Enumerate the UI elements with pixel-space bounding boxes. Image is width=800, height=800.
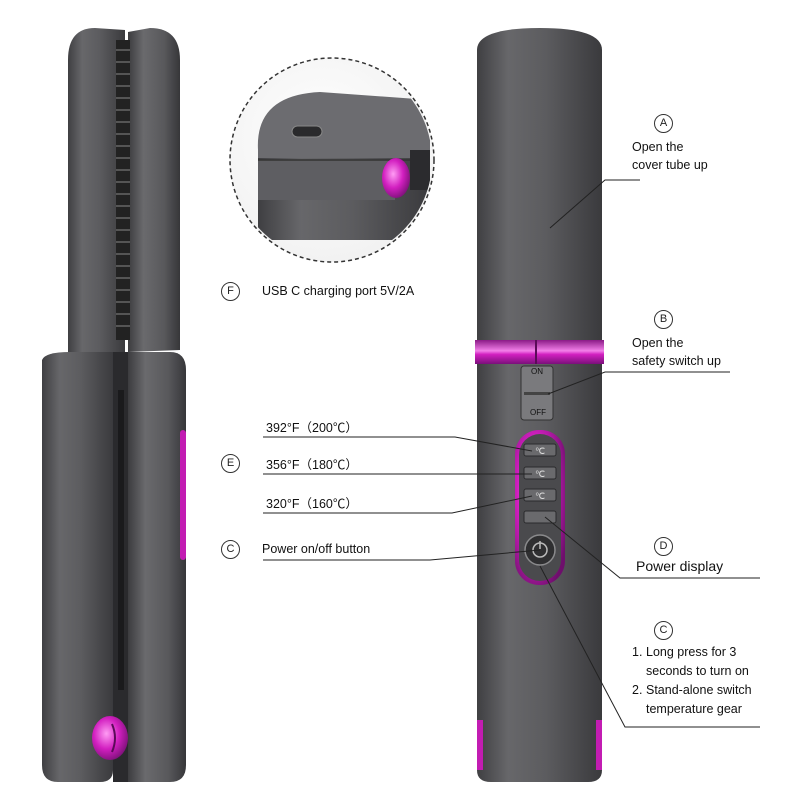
cover-tube xyxy=(477,28,602,340)
leader-lines xyxy=(263,179,760,728)
leader-power xyxy=(263,549,541,561)
right-device: ℃ ℃ ℃ xyxy=(475,28,604,782)
callout-e-badge: E xyxy=(221,454,240,473)
callout-b-line1: Open the xyxy=(632,336,684,350)
usb-c-port xyxy=(291,125,323,138)
callout-d-badge: D xyxy=(654,537,673,556)
callout-a-line2: cover tube up xyxy=(632,158,708,172)
power-steps-list: 1.Long press for 3 seconds to turn on 2.… xyxy=(632,643,752,719)
leader-B xyxy=(547,371,730,395)
usb-port-label: USB C charging port 5V/2A xyxy=(262,284,415,298)
step-1-cont: seconds to turn on xyxy=(646,664,749,678)
temp-356-label: 356°F（180℃） xyxy=(266,458,358,472)
step-2: 2.Stand-alone switch xyxy=(632,683,752,697)
callout-b-line2: safety switch up xyxy=(632,354,721,368)
side-accent-strip xyxy=(180,430,186,560)
leader-A xyxy=(549,179,640,229)
power-button-label: Power on/off button xyxy=(262,542,371,556)
step-2-cont: temperature gear xyxy=(646,702,742,716)
left-lower-body-right xyxy=(128,352,186,782)
left-lower-body xyxy=(42,352,113,782)
switch-off-label: OFF xyxy=(530,408,546,417)
callout-a-line1: Open the xyxy=(632,140,684,154)
callout-b-badge: B xyxy=(654,310,673,329)
svg-text:℃: ℃ xyxy=(535,491,545,501)
leader-320 xyxy=(263,495,533,514)
svg-text:℃: ℃ xyxy=(535,469,545,479)
comb-teeth xyxy=(116,40,130,340)
left-device xyxy=(42,28,186,782)
callout-a-badge: A xyxy=(654,114,673,133)
leader-D xyxy=(544,516,760,579)
power-display-label: Power display xyxy=(636,558,724,574)
leader-392 xyxy=(263,436,533,452)
switch-on-label: ON xyxy=(531,367,543,376)
zoom-detail xyxy=(229,57,435,263)
step-1: 1.Long press for 3 xyxy=(632,645,737,659)
left-upper-arm-left xyxy=(68,28,125,355)
temp-392-label: 392°F（200℃） xyxy=(266,421,358,435)
pink-ring xyxy=(475,340,604,364)
left-upper-arm-right xyxy=(128,28,180,352)
bottom-pink-button xyxy=(92,716,128,760)
callout-f-badge: F xyxy=(221,282,240,301)
svg-text:℃: ℃ xyxy=(535,446,545,456)
leader-C-steps xyxy=(539,565,760,728)
callout-c-badge: C xyxy=(221,540,240,559)
zoom-pink-button xyxy=(382,158,410,198)
temp-320-label: 320°F（160℃） xyxy=(266,497,358,511)
callout-c2-badge: C xyxy=(654,621,673,640)
